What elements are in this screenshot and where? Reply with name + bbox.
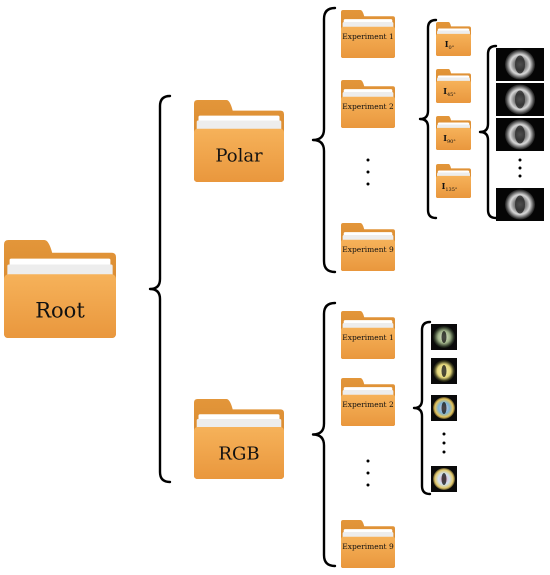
polar-images-ellipsis-dot: [518, 158, 522, 162]
polar-images-ellipsis-dot: [518, 166, 522, 170]
rgb-experiment-folder-3-front-panel: [341, 536, 395, 568]
angle-symbol: I: [443, 133, 447, 143]
polar-image-center: [515, 90, 525, 109]
polar-experiment-folder-1: Experiment 1: [341, 10, 395, 58]
polar-angle-folder-2: I45°: [436, 69, 471, 103]
thumbnails-layer: [431, 48, 544, 492]
polar-experiments-ellipsis-dot: [366, 170, 370, 174]
rgb-image-thumbnail-3: [431, 395, 457, 421]
rgb-experiments-brace: [311, 301, 337, 568]
polar-angle-label-2: I45°: [443, 86, 456, 98]
polar-experiments-ellipsis-dot: [366, 158, 370, 162]
polar-folder-label: Polar: [215, 146, 263, 167]
polar-angle-folder-3: I90°: [436, 116, 471, 150]
angle-subscript: 0°: [449, 45, 455, 51]
rgb-experiment-label-3: Experiment 9: [342, 542, 394, 551]
rgb-folder-label: RGB: [218, 443, 259, 464]
polar-angle-folder-4-front-panel: [436, 175, 471, 198]
polar-angle-label-4: I135°: [442, 181, 458, 193]
rgb-experiments-ellipsis: [366, 459, 370, 487]
polar-experiment-folder-1-front-panel: [341, 26, 395, 58]
polar-image-center: [515, 125, 525, 144]
root-folder-icon: Root: [4, 240, 116, 338]
polar-image-center: [515, 55, 525, 74]
polar-image-thumbnail-3: [496, 118, 544, 151]
rgb-experiment-folder-1: Experiment 1: [341, 311, 395, 359]
polar-folder-icon-front-panel: [194, 128, 284, 182]
polar-angle-folder-3-front-panel: [436, 127, 471, 150]
polar-experiment-folder-3-front-panel: [341, 239, 395, 271]
rgb-image-center: [441, 473, 447, 485]
angle-subscript: 90°: [447, 139, 456, 145]
rgb-experiment-label-2: Experiment 2: [342, 400, 394, 409]
rgb-image-thumbnail-4: [431, 466, 457, 492]
polar-images-brace: [478, 44, 498, 220]
rgb-experiment-folder-2-front-panel: [341, 394, 395, 426]
rgb-experiments-ellipsis-dot: [366, 459, 370, 463]
polar-angle-label-1: I0°: [445, 39, 455, 51]
angle-symbol: I: [445, 39, 449, 49]
polar-image-thumbnail-4: [496, 188, 544, 221]
polar-experiment-label-1: Experiment 1: [342, 32, 393, 41]
polar-image-center: [515, 195, 525, 214]
rgb-experiment-folder-1-front-panel: [341, 327, 395, 359]
rgb-images-ellipsis: [442, 432, 446, 454]
polar-experiment-folder-2: Experiment 2: [341, 80, 395, 128]
angle-subscript: 135°: [445, 187, 458, 193]
rgb-experiment-folder-3: Experiment 9: [341, 520, 395, 568]
polar-experiment-label-2: Experiment 2: [342, 102, 394, 111]
polar-experiments-ellipsis: [366, 158, 370, 186]
rgb-images-ellipsis-dot: [442, 432, 446, 436]
rgb-image-center: [441, 365, 447, 377]
rgb-experiment-folder-2: Experiment 2: [341, 378, 395, 426]
rgb-folder-icon: RGB: [194, 399, 284, 479]
polar-images-ellipsis-dot: [518, 174, 522, 178]
root-folder-label: Root: [35, 299, 85, 323]
polar-angles-brace: [418, 18, 438, 220]
polar-experiment-folder-3: Experiment 9: [341, 223, 395, 271]
rgb-images-ellipsis-dot: [442, 450, 446, 454]
polar-experiments-ellipsis-dot: [366, 182, 370, 186]
rgb-images-ellipsis-dot: [442, 441, 446, 445]
angle-symbol: I: [443, 86, 447, 96]
polar-angle-folder-1: I0°: [436, 22, 471, 56]
polar-folder-icon: Polar: [194, 100, 284, 182]
rgb-experiments-ellipsis-dot: [366, 483, 370, 487]
rgb-experiment-label-1: Experiment 1: [342, 333, 393, 342]
polar-angle-label-3: I90°: [443, 133, 456, 145]
rgb-image-thumbnail-2: [431, 358, 457, 384]
root-folder-icon-front-panel: [4, 274, 116, 338]
angle-symbol: I: [442, 181, 446, 191]
rgb-folder-icon-front-panel: [194, 427, 284, 479]
root-brace: [148, 94, 172, 484]
rgb-image-center: [441, 331, 447, 343]
angle-subscript: 45°: [447, 92, 456, 98]
rgb-image-thumbnail-1: [431, 324, 457, 350]
polar-experiment-label-3: Experiment 9: [342, 245, 394, 254]
polar-angle-folder-1-front-panel: [436, 33, 471, 56]
polar-image-thumbnail-1: [496, 48, 544, 81]
polar-angle-folder-4: I135°: [436, 164, 471, 198]
ellipsis-layer: [366, 158, 522, 487]
polar-experiments-brace: [311, 6, 337, 274]
braces-layer: [148, 6, 498, 568]
polar-angle-folder-2-front-panel: [436, 80, 471, 103]
rgb-images-brace: [412, 320, 432, 496]
rgb-image-center: [441, 402, 447, 414]
polar-experiment-folder-2-front-panel: [341, 96, 395, 128]
rgb-experiments-ellipsis-dot: [366, 471, 370, 475]
polar-images-ellipsis: [518, 158, 522, 178]
polar-image-thumbnail-2: [496, 83, 544, 116]
